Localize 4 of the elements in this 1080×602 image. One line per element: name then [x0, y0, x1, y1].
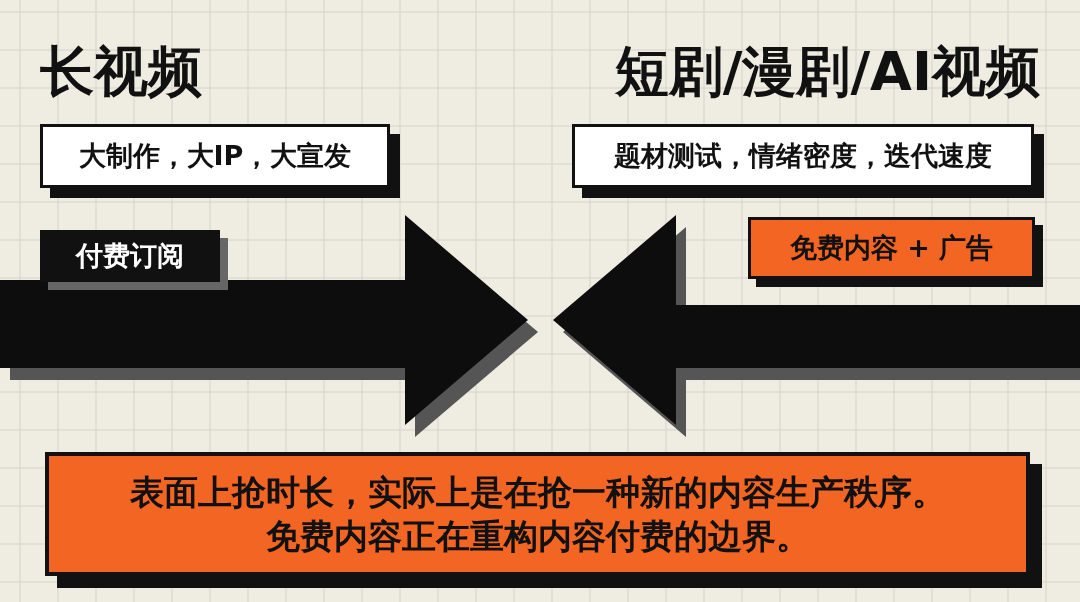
heading: 短剧/漫剧/AI视频 — [614, 39, 1040, 105]
heading: 长视频 — [40, 39, 202, 105]
conclusion-text: 表面上抢时长，实际上是在抢一种新的内容生产秩序。 — [129, 470, 946, 514]
conclusion-text: 免费内容正在重构内容付费的边界。 — [265, 515, 810, 558]
